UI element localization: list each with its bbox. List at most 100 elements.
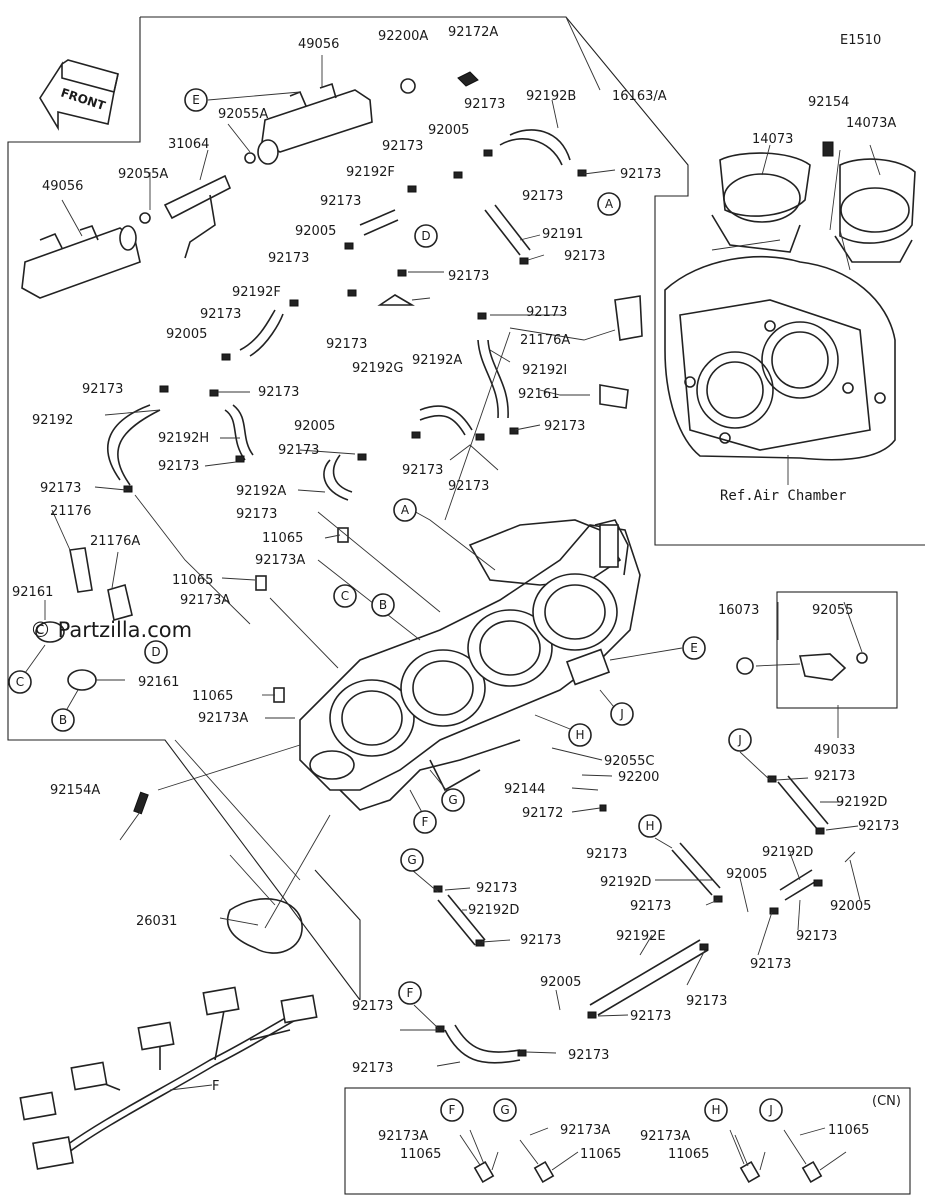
callout-circle: F <box>440 1098 464 1122</box>
svg-text:E: E <box>690 641 698 655</box>
o-ring-illustration <box>226 898 303 954</box>
part-label: 92005 <box>295 224 336 239</box>
leader-lines <box>19 16 881 1171</box>
svg-text:H: H <box>645 819 654 833</box>
part-label: 92144 <box>504 782 545 797</box>
part-label: 11065 <box>400 1147 441 1162</box>
part-label: 92173A <box>198 711 248 726</box>
part-label: 11065 <box>668 1147 709 1162</box>
part-label: 92191 <box>542 227 583 242</box>
part-label: 92173 <box>352 999 393 1014</box>
part-label: 92173A <box>640 1129 690 1144</box>
callout-circle: F <box>398 981 422 1005</box>
part-label: 92200A <box>378 29 428 44</box>
svg-text:C: C <box>341 589 349 603</box>
part-label: 92173A <box>378 1129 428 1144</box>
part-label: 92173 <box>320 194 361 209</box>
part-label: 49033 <box>814 743 855 758</box>
part-label: 92005 <box>540 975 581 990</box>
callout-circle: J <box>610 702 634 726</box>
part-label: 92173 <box>352 1061 393 1076</box>
svg-text:J: J <box>737 733 742 747</box>
part-label: 92173 <box>326 337 367 352</box>
part-label: 11065 <box>192 689 233 704</box>
part-label: 92055A <box>118 167 168 182</box>
part-label: 92173A <box>255 553 305 568</box>
part-label: 11065 <box>262 531 303 546</box>
part-label: 92173 <box>858 819 899 834</box>
wiring-harness-illustration <box>19 986 318 1170</box>
callout-circle: D <box>144 640 168 664</box>
callout-circle: B <box>51 708 75 732</box>
part-label: 92172A <box>448 25 498 40</box>
part-label: 92154A <box>50 783 100 798</box>
diagram-frame <box>7 16 925 1195</box>
part-label: 92173 <box>686 994 727 1009</box>
part-label: 16163/A <box>612 89 667 104</box>
svg-text:G: G <box>448 793 457 807</box>
part-label: 92192D <box>762 845 813 860</box>
callout-circle: J <box>728 728 752 752</box>
svg-text:D: D <box>151 645 160 659</box>
svg-text:F: F <box>407 986 414 1000</box>
part-label: 49056 <box>298 37 339 52</box>
part-label: 92192D <box>600 875 651 890</box>
callout-circle: B <box>371 593 395 617</box>
part-label: 92173 <box>278 443 319 458</box>
part-label: 92192B <box>526 89 576 104</box>
part-label: 11065 <box>828 1123 869 1138</box>
svg-text:A: A <box>605 197 614 211</box>
svg-text:G: G <box>407 853 416 867</box>
watermark: © Partzilla.com <box>30 618 192 642</box>
part-label: 92192F <box>232 285 281 300</box>
part-label: 11065 <box>580 1147 621 1162</box>
callout-circle: D <box>414 224 438 248</box>
svg-text:C: C <box>16 675 24 689</box>
callout-circle: A <box>597 192 621 216</box>
part-label: 92005 <box>166 327 207 342</box>
part-label: 92192D <box>836 795 887 810</box>
part-label: 14073A <box>846 116 896 131</box>
part-label: 92192H <box>158 431 209 446</box>
part-label: 92173 <box>158 459 199 474</box>
part-label: 92192I <box>522 363 567 378</box>
part-label: 92173 <box>258 385 299 400</box>
part-label: 92173 <box>750 957 791 972</box>
svg-text:A: A <box>401 503 410 517</box>
air-chamber-illustration <box>664 141 916 461</box>
part-label: 21176 <box>50 504 91 519</box>
svg-text:F: F <box>422 815 429 829</box>
part-label: 92192A <box>412 353 462 368</box>
part-label: 92192E <box>616 929 666 944</box>
part-label: 92173 <box>526 305 567 320</box>
callout-circle: H <box>638 814 662 838</box>
callout-circle: A <box>393 498 417 522</box>
svg-text:D: D <box>421 229 430 243</box>
hoses-illustration <box>107 129 829 1064</box>
part-label: 92005 <box>830 899 871 914</box>
part-label: 92173 <box>630 899 671 914</box>
part-label: 92173A <box>560 1123 610 1138</box>
part-label: 92173 <box>448 269 489 284</box>
part-label: 92161 <box>518 387 559 402</box>
part-label: 92005 <box>294 419 335 434</box>
part-label: 26031 <box>136 914 177 929</box>
callout-circle: H <box>704 1098 728 1122</box>
part-label: 92173 <box>82 382 123 397</box>
callout-circle: G <box>400 848 424 872</box>
part-label: 92192D <box>468 903 519 918</box>
part-label: 92173 <box>382 139 423 154</box>
part-label: 92173 <box>448 479 489 494</box>
part-label: 92173 <box>476 881 517 896</box>
fuel-rail-illustration <box>21 71 479 299</box>
callout-circle: E <box>682 636 706 660</box>
callout-circles: E A D A C B D C B E J H G F J H G F F G … <box>8 88 783 1122</box>
part-labels: E1510 © Partzilla.com Ref.Air Chamber (C… <box>12 25 901 1162</box>
callout-circle: F <box>413 810 437 834</box>
svg-text:J: J <box>768 1103 773 1117</box>
svg-text:B: B <box>379 598 387 612</box>
throttle-body-illustration <box>299 519 641 811</box>
part-label: 92172 <box>522 806 563 821</box>
part-label: 92173 <box>630 1009 671 1024</box>
